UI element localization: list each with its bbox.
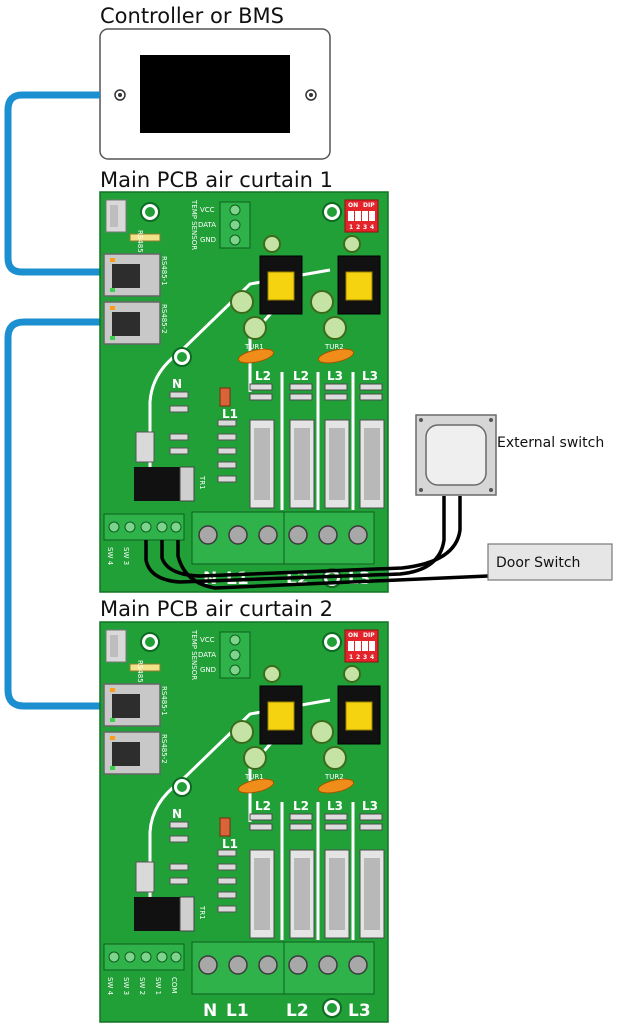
pcb2-dip-3: 3: [363, 654, 367, 661]
pcb1-dip-3: 3: [363, 224, 367, 231]
pcb1-fuse-label-3: L3: [327, 369, 343, 383]
pcb2-rs485-1-label: RS485-1: [160, 686, 168, 716]
pcb2-l1-fuse-label: L1: [222, 837, 238, 851]
pcb1-data-label: DATA: [198, 221, 216, 229]
controller-screw-right: [305, 89, 317, 101]
pcb1-tr1-label: TR1: [198, 475, 206, 490]
pcb2-rs485-2-label: RS485-2: [160, 734, 168, 764]
pcb1-rs485-1-label: RS485-1: [160, 256, 168, 286]
pcb2-sw2-label: SW 2: [138, 977, 146, 995]
pcb1-tur1-label: TUR1: [244, 343, 264, 351]
pcb2-dip-on: ON: [348, 632, 358, 639]
door-switch-label: Door Switch: [496, 555, 580, 571]
controller-title: Controller or BMS: [100, 4, 284, 28]
pcb1-dip-1: 1: [349, 224, 353, 231]
pcb2-dip-dip: DIP: [363, 632, 375, 639]
pcb1-rs485-2-label: RS485-2: [160, 304, 168, 334]
pcb1-dip-2: 2: [356, 224, 360, 231]
pcb2-rs485-label: RS485: [136, 660, 144, 683]
pcb1-dip-on: ON: [348, 202, 358, 209]
pcb1-sw3-label: SW 3: [122, 547, 130, 565]
pcb1-terminal-l3: L3: [348, 569, 371, 589]
pcb2-fuse-label-3: L3: [327, 799, 343, 813]
pcb2-tur1-label: TUR1: [244, 773, 264, 781]
external-switch-label: External switch: [497, 435, 604, 451]
pcb1-fuse-label-2: L2: [293, 369, 309, 383]
pcb2-terminal-l1: L1: [226, 1001, 249, 1021]
pcb1-l1-fuse-label: L1: [222, 407, 238, 421]
pcb2-temp-sensor-label: TEMP SENSOR: [190, 629, 198, 680]
pcb2-dip-4: 4: [370, 654, 374, 661]
controller-screw-left: [114, 89, 126, 101]
pcb2-sw1-label: SW 1: [154, 977, 162, 995]
cable-controller-to-pcb1: [4, 91, 118, 276]
pcb2-terminal-l2: L2: [286, 1001, 309, 1021]
pcb2-n-fuse-label: N: [172, 807, 182, 821]
pcb2-fuse-label-4: L3: [362, 799, 378, 813]
pcb2-com-label: COM: [170, 977, 178, 993]
pcb2-terminal-l3: L3: [348, 1001, 371, 1021]
pcb1-fuse-label-1: L2: [255, 369, 271, 383]
pcb1-temp-sensor-label: TEMP SENSOR: [190, 199, 198, 250]
pcb2-fuse-label-1: L2: [255, 799, 271, 813]
pcb1-rs485-label: RS485: [136, 230, 144, 253]
pcb2-gnd-label: GND: [200, 666, 216, 674]
pcb2-sw3-label: SW 3: [122, 977, 130, 995]
pcb1-gnd-label: GND: [200, 236, 216, 244]
controller-display: [140, 55, 290, 133]
door-switch-box: [487, 543, 613, 581]
pcb2-data-label: DATA: [198, 651, 216, 659]
pcb1-sw4-label: SW 4: [106, 547, 114, 566]
cable-pcb1-to-pcb2: [4, 318, 118, 710]
pcb1-dip-4: 4: [370, 224, 374, 231]
pcb1-title: Main PCB air curtain 1: [100, 168, 333, 192]
pcb2-dip-1: 1: [349, 654, 353, 661]
pcb2-vcc-label: VCC: [200, 636, 215, 644]
switch-wires: [144, 496, 489, 590]
pcb1-vcc-label: VCC: [200, 206, 215, 214]
pcb2-tur2-label: TUR2: [324, 773, 344, 781]
pcb2-board: RS485 RS485-1 RS485-2 TEMP SENSOR VCC DA…: [98, 620, 390, 1024]
pcb2-sw4-label: SW 4: [106, 977, 114, 996]
pcb1-n-fuse-label: N: [172, 377, 182, 391]
pcb1-dip-dip: DIP: [363, 202, 375, 209]
pcb2-dip-2: 2: [356, 654, 360, 661]
pcb2-terminal-n: N: [203, 1001, 217, 1021]
pcb1-fuse-label-4: L3: [362, 369, 378, 383]
pcb2-fuse-label-2: L2: [293, 799, 309, 813]
pcb1-tur2-label: TUR2: [324, 343, 344, 351]
pcb1-board: RS485 RS485-1 RS485-2 TEMP SENSOR VCC DA…: [98, 190, 390, 594]
external-switch-button: [425, 424, 487, 486]
pcb2-title: Main PCB air curtain 2: [100, 597, 333, 621]
pcb2-tr1-label: TR1: [198, 905, 206, 920]
